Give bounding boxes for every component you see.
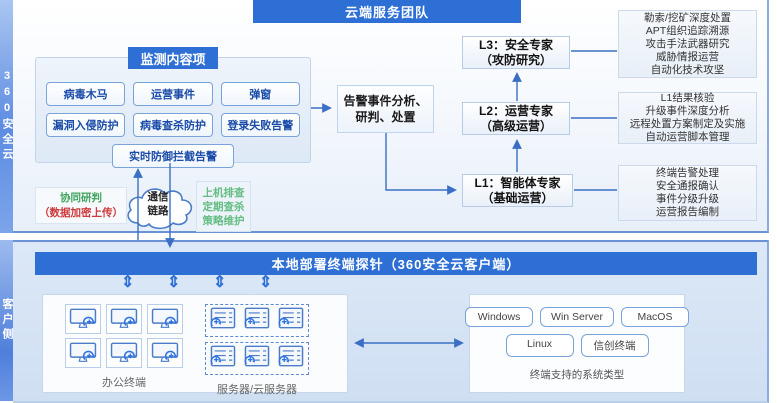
l3-duty: APT组织追踪溯源 — [645, 24, 730, 37]
client-terminals-box: 办公终端 服务器/云服务器 — [42, 294, 348, 396]
alert-analysis-box: 告警事件分析、研判、处置 — [337, 85, 434, 133]
downlink-note-line: 定期查杀 — [202, 200, 245, 213]
monitoring-title: 监测内容项 — [128, 47, 218, 69]
l1-duty: 安全通报确认 — [656, 180, 719, 192]
updown-arrow-icon: ⇕ — [259, 274, 273, 291]
l2-duty: 升级事件深度分析 — [645, 105, 730, 117]
cloud-side-rail-label: 360安全云 — [1, 70, 13, 163]
client-side-rail: 客户侧 — [0, 240, 13, 401]
office-terminal-icon — [147, 338, 183, 368]
l2-duty: L1结果核验 — [660, 92, 715, 104]
office-terminal-icon — [147, 304, 183, 334]
uplink-note-box: 协同研判 （数据加密上传） — [35, 187, 127, 224]
comm-cloud-icon: 通信 链路 — [122, 183, 194, 231]
server-icon — [242, 344, 272, 373]
monitoring-item: 运营事件 — [133, 82, 213, 106]
comm-cloud-line2: 链路 — [147, 205, 169, 217]
office-terminal-icon — [106, 304, 142, 334]
server-icon — [276, 344, 306, 373]
server-icon — [276, 306, 306, 335]
monitoring-item: 病毒木马 — [46, 82, 126, 106]
level-l1-box: L1：智能体专家 （基础运营） — [462, 174, 573, 207]
office-terminal-icon — [65, 338, 101, 368]
level-l1-title: L1：智能体专家 — [474, 175, 561, 190]
updown-arrow-icon: ⇕ — [167, 274, 181, 291]
l3-duty: 攻击手法武器研究 — [645, 37, 730, 50]
os-type-badge: Linux — [505, 334, 574, 357]
downlink-note-line: 上机排查 — [202, 186, 245, 199]
client-side-rail-label: 客户侧 — [1, 298, 13, 343]
os-support-caption: 终端支持的系统类型 — [529, 369, 625, 381]
monitoring-item: 病毒查杀防护 — [133, 113, 213, 137]
level-l3-box: L3：安全专家 （攻防研究） — [462, 36, 570, 69]
l2-duties-box: L1结果核验升级事件深度分析远程处置方案制定及实施自动运营脚本管理 — [618, 92, 757, 144]
server-row — [205, 342, 309, 375]
monitoring-row-2: 漏洞入侵防护病毒查杀防护登录失败告警 — [46, 113, 300, 137]
office-terminal-grid — [65, 304, 183, 368]
monitoring-item: 实时防御拦截告警 — [112, 144, 234, 168]
l3-duty: 威胁情报运营 — [656, 50, 719, 63]
os-type-badge: MacOS — [620, 307, 689, 327]
l3-duty: 自动化技术攻坚 — [650, 63, 725, 76]
monitoring-row-3: 实时防御拦截告警 — [46, 144, 300, 168]
office-terminals-group: 办公终端 — [65, 304, 183, 392]
office-terminals-label: 办公终端 — [102, 377, 146, 389]
os-row-1: Windows Win Server MacOS — [465, 307, 689, 327]
level-l2-title: L2：运营专家 — [478, 103, 553, 118]
server-icon — [242, 306, 272, 335]
l1-duty: 事件分级升级 — [656, 193, 719, 205]
local-probe-banner: 本地部署终端探针（360安全云客户端） — [35, 252, 757, 275]
os-row-2: Linux 信创终端 — [505, 334, 649, 357]
server-icon — [208, 344, 238, 373]
l1-duty: 运营报告编制 — [656, 206, 719, 218]
cloud-team-banner: 云端服务团队 — [253, 0, 521, 23]
level-l2-box: L2：运营专家 （高级运营） — [462, 102, 570, 135]
cloud-side-rail: 360安全云 — [0, 0, 13, 233]
server-terminals-label: 服务器/云服务器 — [216, 384, 298, 396]
comm-cloud-line1: 通信 — [147, 191, 169, 203]
server-grid — [205, 304, 309, 375]
office-terminal-icon — [65, 304, 101, 334]
l2-duty: 自动运营脚本管理 — [645, 131, 730, 143]
os-type-badge: Windows — [465, 307, 534, 327]
updown-arrow-icon: ⇕ — [213, 274, 227, 291]
l3-duty: 勒索/挖矿深度处置 — [644, 11, 731, 24]
l1-duties-box: 终端告警处理安全通报确认事件分级升级运营报告编制 — [618, 165, 757, 221]
server-row — [205, 304, 309, 337]
office-terminal-icon — [106, 338, 142, 368]
server-terminals-group: 服务器/云服务器 — [205, 304, 309, 396]
downlink-note-box: 上机排查定期查杀策略维护 — [196, 181, 251, 232]
downlink-note-line: 策略维护 — [202, 214, 245, 227]
monitoring-items-box: 病毒木马运营事件弹窗 漏洞入侵防护病毒查杀防护登录失败告警 实时防御拦截告警 — [35, 57, 311, 168]
level-l2-subtitle: （高级运营） — [479, 118, 552, 133]
l2-duty: 远程处置方案制定及实施 — [629, 118, 746, 130]
uplink-note-line2: （数据加密上传） — [39, 206, 123, 219]
os-type-badge: Win Server — [540, 307, 614, 327]
l1-duty: 终端告警处理 — [656, 167, 719, 179]
monitoring-item: 漏洞入侵防护 — [46, 113, 126, 137]
monitoring-item: 登录失败告警 — [220, 113, 300, 137]
level-l1-subtitle: （基础运营） — [481, 190, 554, 205]
monitoring-row-1: 病毒木马运营事件弹窗 — [46, 82, 300, 106]
level-l3-title: L3：安全专家 — [478, 37, 553, 52]
updown-arrow-icon: ⇕ — [121, 274, 135, 291]
os-type-badge: 信创终端 — [580, 334, 649, 357]
server-icon — [208, 306, 238, 335]
level-l3-subtitle: （攻防研究） — [479, 52, 552, 67]
os-support-box: Windows Win Server MacOS Linux 信创终端 终端支持的系统… — [465, 294, 689, 393]
cloud-shape-icon — [127, 188, 193, 230]
uplink-note-line1: 协同研判 — [60, 191, 102, 204]
comm-cloud-label: 通信 链路 — [122, 190, 194, 218]
monitoring-item: 弹窗 — [220, 82, 300, 106]
